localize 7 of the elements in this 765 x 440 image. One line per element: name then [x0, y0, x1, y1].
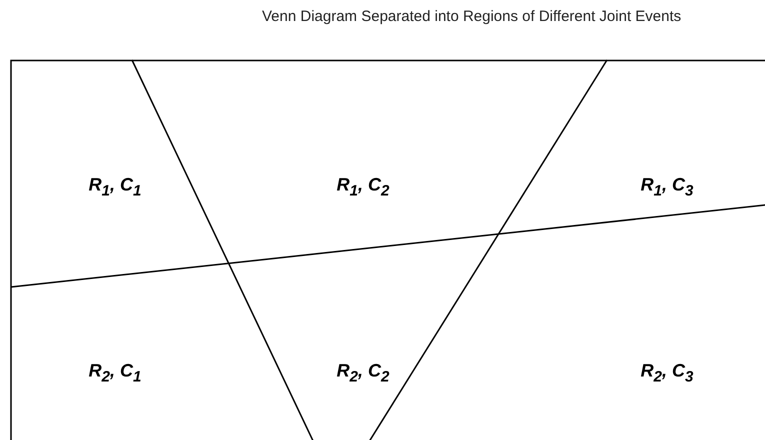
region-label: R$_{2}$, C$_{2}$: [336, 360, 390, 386]
region-label: R$_{1}$, C$_{3}$: [640, 174, 694, 200]
region-label: R$_{1}$, C$_{2}$: [336, 174, 390, 200]
diagram-title: Venn Diagram Separated into Regions of Different Joint Events: [262, 8, 682, 25]
region-label: R$_{2}$, C$_{1}$: [88, 360, 142, 386]
region-label: R$_{2}$, C$_{3}$: [640, 360, 694, 386]
region-label: R$_{1}$, C$_{1}$: [88, 174, 142, 200]
